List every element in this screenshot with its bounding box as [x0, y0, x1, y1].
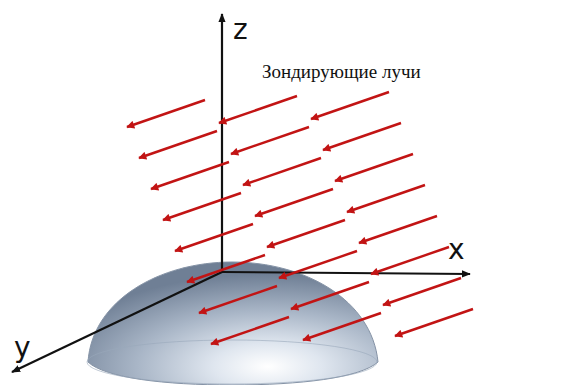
probe-ray	[243, 158, 321, 185]
probe-ray	[371, 247, 449, 274]
probe-ray	[279, 251, 357, 278]
probe-ray	[163, 193, 241, 220]
probe-ray	[323, 123, 401, 150]
probe-ray	[395, 309, 473, 336]
axes	[12, 14, 470, 372]
x-axis	[222, 272, 470, 274]
probe-ray	[231, 127, 309, 154]
probe-ray	[335, 154, 413, 181]
y-axis	[12, 272, 222, 372]
axis-label: x	[448, 236, 465, 264]
rays-caption: Зондирующие лучи	[262, 62, 421, 81]
dome	[88, 262, 378, 385]
probe-ray	[255, 189, 333, 216]
probe-ray	[211, 317, 289, 344]
axis-label: y	[14, 334, 31, 362]
hemisphere	[87, 262, 378, 385]
probe-ray	[303, 313, 381, 340]
probe-ray	[267, 220, 345, 247]
probe-ray	[291, 282, 369, 309]
probe-ray	[187, 255, 265, 282]
axis-label: z	[233, 16, 248, 44]
probe-ray	[199, 286, 277, 313]
probe-ray	[151, 162, 229, 189]
probe-ray	[175, 224, 253, 251]
probe-ray	[359, 216, 437, 243]
probe-ray	[311, 92, 389, 119]
probe-ray	[127, 100, 205, 127]
probe-rays	[127, 92, 473, 344]
probe-ray	[347, 185, 425, 212]
probe-ray	[219, 96, 297, 123]
dome-base	[87, 340, 377, 384]
probe-ray	[383, 278, 461, 305]
probe-ray	[139, 131, 217, 158]
